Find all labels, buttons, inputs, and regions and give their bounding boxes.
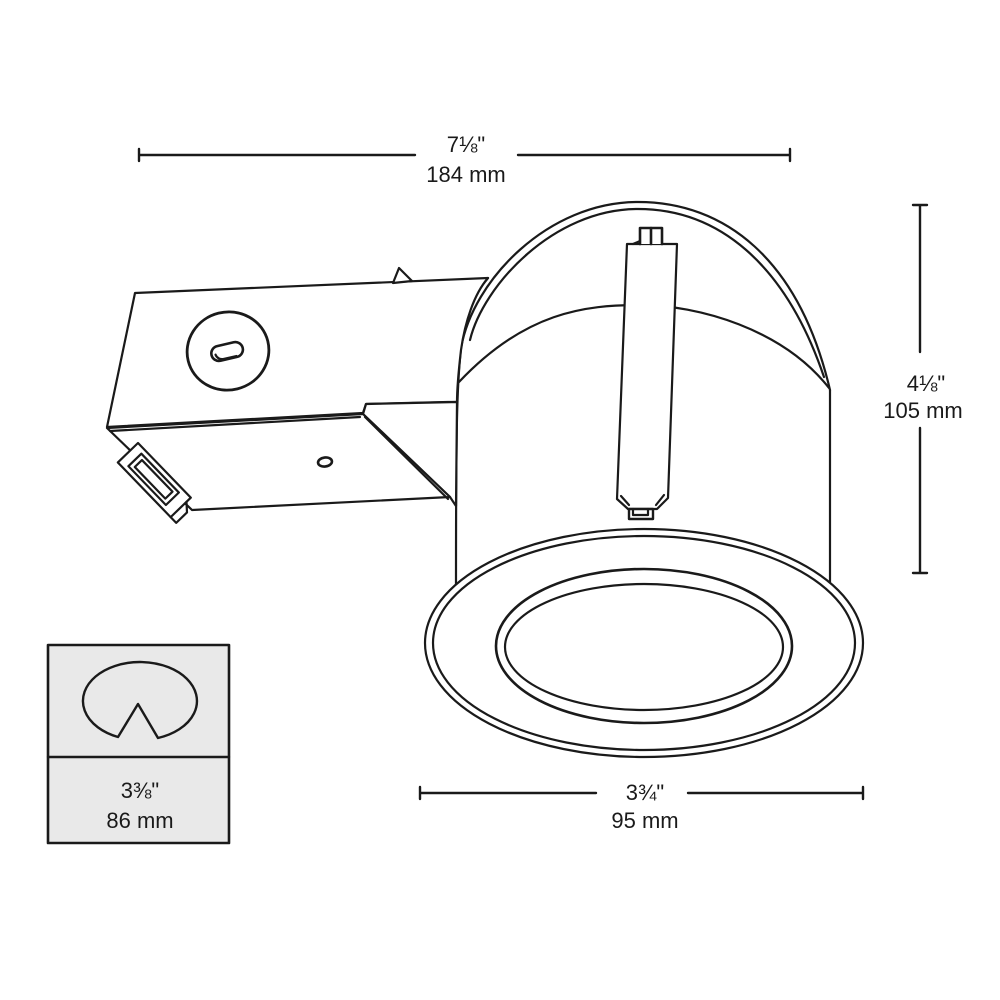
- clamp-tab-slot: [127, 452, 180, 507]
- height-dimension-line: [911, 203, 929, 575]
- ceiling-cutout-icon: [81, 660, 199, 740]
- cutout-inset: 3⅜" 86 mm: [46, 643, 231, 845]
- can-top-rim-inner: [468, 207, 826, 379]
- clamp-tab-lip: [169, 500, 189, 524]
- front-fold-line: [108, 415, 362, 433]
- slotted-clamp-tab: [116, 441, 192, 524]
- trim-lens: [503, 582, 785, 712]
- bracket-bar-foot-inner: [631, 507, 650, 517]
- bracket-bar-cap-step: [631, 239, 642, 246]
- bracket-fold-line: [363, 415, 450, 501]
- knockout-circle: [185, 310, 271, 392]
- mounting-bracket-bar: [615, 226, 679, 521]
- height-inches-label: 4⅛": [907, 371, 945, 396]
- trim-inches-label: 3¾": [626, 780, 664, 805]
- width-dimension: [137, 147, 792, 163]
- cutout-inches-label: 3⅜": [121, 778, 159, 803]
- width-inches-label: 7⅛": [447, 132, 485, 157]
- trim-ring: [423, 527, 865, 759]
- width-mm-label: 184 mm: [426, 162, 505, 187]
- trim-diameter-dimension-line: [418, 785, 865, 801]
- screw-hole: [316, 456, 334, 468]
- cutout-mm-label: 86 mm: [106, 808, 173, 833]
- knockout-slot-depth-line: [214, 353, 238, 361]
- height-mm-label: 105 mm: [883, 398, 962, 423]
- trim-mm-label: 95 mm: [611, 808, 678, 833]
- junction-box: [105, 266, 490, 524]
- trim-diameter-dimension: [418, 785, 865, 801]
- trim-flange-inner: [431, 534, 857, 752]
- trim-flange-outer: [423, 527, 865, 759]
- cutout-inset-box: [46, 643, 231, 845]
- trim-inner-ring: [494, 567, 794, 725]
- clamp-tab-slot-inner: [133, 458, 174, 500]
- bracket-bar-bevel-left: [619, 494, 631, 507]
- width-dimension-line: [137, 147, 792, 163]
- hanger-bar-tab: [391, 266, 414, 285]
- bracket-bar-bevel-right: [654, 493, 666, 507]
- drawing-root: 7⅛" 184 mm 4⅛" 105 mm 3¾" 95 mm 3⅜" 86 m…: [46, 132, 963, 845]
- bracket-bar-body: [615, 242, 679, 511]
- can-top-rim-outer: [459, 200, 832, 392]
- height-dimension: [911, 203, 929, 575]
